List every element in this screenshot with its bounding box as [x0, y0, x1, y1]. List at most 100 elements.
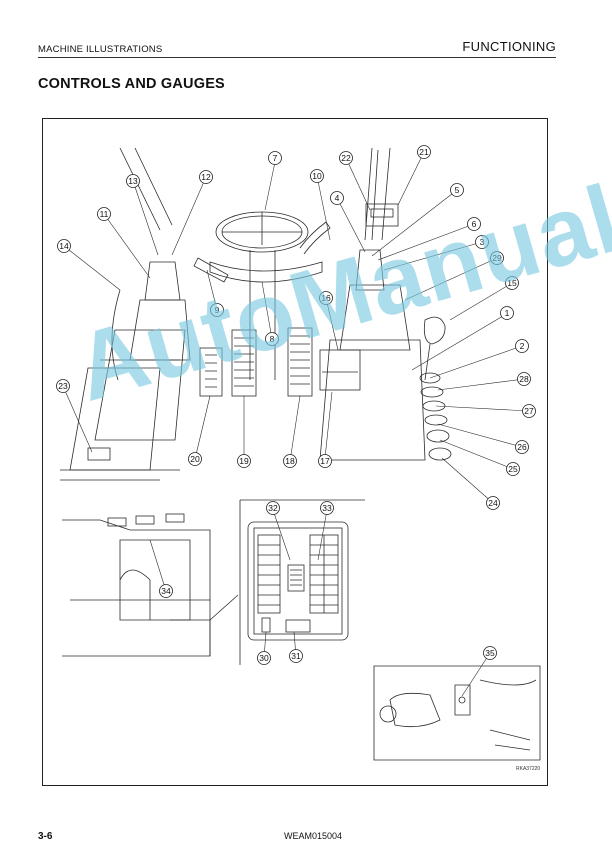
callout-25: 25	[506, 462, 520, 476]
page-title: CONTROLS AND GAUGES	[38, 76, 225, 92]
figure-code: RKA37220	[516, 766, 541, 772]
callout-number: 34	[161, 586, 171, 596]
callout-20: 20	[188, 452, 202, 466]
callout-number: 22	[341, 153, 351, 163]
callout-2: 2	[515, 339, 529, 353]
callout-30: 30	[257, 651, 271, 665]
callout-circle	[475, 235, 489, 249]
callout-number: 28	[519, 374, 529, 384]
callout-circle	[320, 501, 334, 515]
callout-circle	[56, 379, 70, 393]
callout-circle	[310, 169, 324, 183]
callout-circle	[97, 207, 111, 221]
callout-number: 27	[524, 406, 534, 416]
callout-circle	[467, 217, 481, 231]
callout-circle	[126, 174, 140, 188]
callout-22: 22	[339, 151, 353, 165]
callout-circle	[483, 646, 497, 660]
callout-23: 23	[56, 379, 70, 393]
callout-number: 13	[128, 176, 138, 186]
callout-5: 5	[450, 183, 464, 197]
header-section-label: MACHINE ILLUSTRATIONS	[38, 44, 163, 55]
callout-18: 18	[283, 454, 297, 468]
callout-number: 10	[312, 171, 322, 181]
callout-circle	[517, 372, 531, 386]
callout-circle	[515, 440, 529, 454]
callout-number: 1	[505, 308, 510, 318]
callout-circle	[188, 452, 202, 466]
callout-6: 6	[467, 217, 481, 231]
callout-circle	[237, 454, 251, 468]
callout-19: 19	[237, 454, 251, 468]
callout-number: 25	[508, 464, 518, 474]
callout-number: 12	[201, 172, 211, 182]
callout-16: 16	[319, 291, 333, 305]
callout-34: 34	[159, 584, 173, 598]
callout-circle	[417, 145, 431, 159]
callout-circle	[283, 454, 297, 468]
callout-circle	[522, 404, 536, 418]
callout-number: 20	[190, 454, 200, 464]
callout-11: 11	[97, 207, 111, 221]
callout-number: 3	[480, 237, 485, 247]
callout-9: 9	[210, 303, 224, 317]
callout-circle	[266, 501, 280, 515]
callout-circle	[318, 454, 332, 468]
callout-number: 4	[335, 193, 340, 203]
callout-8: 8	[265, 332, 279, 346]
callout-circle	[319, 291, 333, 305]
callout-number: 23	[58, 381, 68, 391]
callout-circle	[265, 332, 279, 346]
callout-circle	[339, 151, 353, 165]
callout-circle	[500, 306, 514, 320]
callout-number: 35	[485, 648, 495, 658]
callout-26: 26	[515, 440, 529, 454]
callout-number: 19	[239, 456, 249, 466]
callout-circle	[257, 651, 271, 665]
callout-31: 31	[289, 649, 303, 663]
header-rule	[38, 57, 556, 58]
callout-number: 2	[520, 341, 525, 351]
callout-number: 17	[320, 456, 330, 466]
page-number: 3-6	[38, 831, 53, 842]
callout-number: 33	[322, 503, 332, 513]
callout-number: 21	[419, 147, 429, 157]
callout-circle	[330, 191, 344, 205]
callout-number: 11	[100, 209, 109, 219]
callout-circle	[159, 584, 173, 598]
callout-circle	[210, 303, 224, 317]
callout-circle	[515, 339, 529, 353]
callout-number: 15	[507, 278, 517, 288]
callout-28: 28	[517, 372, 531, 386]
callout-3: 3	[475, 235, 489, 249]
callout-number: 18	[285, 456, 295, 466]
callout-circle	[486, 496, 500, 510]
callout-33: 33	[320, 501, 334, 515]
callout-circle	[450, 183, 464, 197]
callout-circle	[289, 649, 303, 663]
callout-number: 16	[321, 293, 331, 303]
callout-27: 27	[522, 404, 536, 418]
callout-number: 8	[270, 334, 275, 344]
callout-number: 7	[273, 153, 278, 163]
callout-number: 26	[517, 442, 527, 452]
callout-14: 14	[57, 239, 71, 253]
callout-circle	[506, 462, 520, 476]
callout-number: 9	[215, 305, 220, 315]
callout-29: 29	[490, 251, 504, 265]
callout-15: 15	[505, 276, 519, 290]
callout-number: 6	[472, 219, 477, 229]
callout-circle	[57, 239, 71, 253]
header-chapter-label: FUNCTIONING	[462, 39, 556, 54]
callout-number: 31	[291, 651, 301, 661]
callout-number: 30	[259, 653, 269, 663]
callout-number: 24	[488, 498, 498, 508]
callout-circle	[199, 170, 213, 184]
callout-32: 32	[266, 501, 280, 515]
callout-7: 7	[268, 151, 282, 165]
callout-circle	[268, 151, 282, 165]
callout-number: 14	[59, 241, 69, 251]
document-code: WEAM015004	[284, 831, 343, 841]
callout-circle	[490, 251, 504, 265]
